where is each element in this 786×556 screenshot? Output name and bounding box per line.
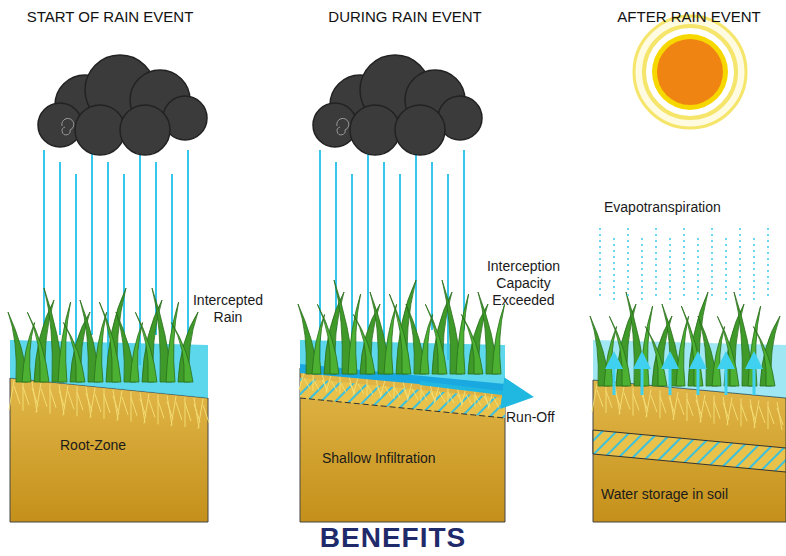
vapour-line bbox=[725, 238, 727, 300]
rain-line bbox=[383, 162, 385, 360]
grass-blade bbox=[425, 304, 447, 374]
grass-blade bbox=[317, 304, 339, 374]
grass-blade bbox=[681, 306, 703, 386]
rain-line bbox=[123, 174, 125, 335]
grass-blade bbox=[166, 302, 179, 382]
panel-heading: START OF RAIN EVENT bbox=[10, 8, 210, 26]
vapour-line bbox=[697, 238, 699, 300]
rain-cloud bbox=[313, 55, 482, 155]
grass-blade bbox=[645, 327, 667, 387]
grass-blade bbox=[348, 294, 361, 374]
rain-line bbox=[187, 150, 189, 335]
rain-line bbox=[447, 174, 449, 360]
grass-blade bbox=[389, 294, 411, 374]
runoff-arrow bbox=[420, 383, 526, 396]
water-storage-band bbox=[593, 430, 786, 472]
grass-blade bbox=[717, 316, 739, 386]
rain-line bbox=[367, 150, 369, 330]
rising-water-arrow bbox=[753, 360, 756, 395]
rain-line bbox=[91, 150, 93, 335]
grass-blade bbox=[27, 312, 49, 382]
vapour-line bbox=[655, 228, 657, 300]
callout-label: Evapotranspiration bbox=[604, 199, 774, 216]
rain-line bbox=[75, 174, 77, 365]
rising-water-arrow bbox=[641, 360, 644, 395]
vapour-line bbox=[627, 228, 629, 300]
rising-water-arrow bbox=[669, 360, 672, 395]
callout-label: Run-Off bbox=[506, 409, 586, 426]
rain-line bbox=[335, 162, 337, 330]
vapour-line bbox=[753, 238, 755, 300]
soil-region: Root-Zone bbox=[10, 425, 208, 522]
grass-blade bbox=[384, 304, 397, 374]
grass-blade bbox=[420, 315, 433, 375]
grass-blade bbox=[94, 312, 107, 382]
rising-water-arrow bbox=[613, 360, 616, 395]
vapour-line bbox=[613, 238, 615, 300]
rain-line bbox=[399, 174, 401, 330]
rising-water-arrow bbox=[725, 360, 728, 395]
vapour-line bbox=[599, 228, 601, 300]
soil-block bbox=[10, 378, 208, 522]
soil-label: Root-Zone bbox=[60, 437, 126, 453]
soil-label: Water storage in soil bbox=[601, 486, 728, 502]
vapour-line bbox=[767, 228, 769, 300]
grass-blade bbox=[461, 315, 483, 375]
rain-line bbox=[463, 150, 465, 330]
vapour-line bbox=[641, 238, 643, 300]
callout-label: Intercepted Rain bbox=[178, 292, 278, 326]
rain-line bbox=[107, 162, 109, 365]
grass-blade bbox=[753, 327, 775, 387]
grass-blade bbox=[99, 302, 121, 382]
grass-blade bbox=[63, 323, 85, 383]
grass-blade bbox=[712, 327, 725, 387]
sun bbox=[634, 16, 746, 128]
grass-blade bbox=[492, 304, 505, 374]
grass-blade bbox=[353, 315, 375, 375]
vapour-line bbox=[669, 238, 671, 300]
soil-label: Shallow Infiltration bbox=[322, 450, 436, 466]
grass-blade bbox=[135, 312, 157, 382]
soil-block bbox=[593, 380, 786, 522]
grass-blade bbox=[22, 323, 35, 383]
soil-region: Water storage in soil bbox=[593, 474, 786, 522]
grass-blade bbox=[58, 302, 71, 382]
rain-line bbox=[59, 162, 61, 335]
rain-cloud bbox=[38, 55, 207, 155]
callout-label: Interception Capacity Exceeded bbox=[466, 258, 581, 309]
grass bbox=[8, 280, 780, 386]
vapour-line bbox=[683, 228, 685, 300]
panel-heading: DURING RAIN EVENT bbox=[300, 8, 510, 26]
caption: BENEFITS bbox=[200, 523, 586, 553]
rain-line bbox=[431, 162, 433, 330]
grass-blade bbox=[171, 323, 193, 383]
grass-blade bbox=[312, 315, 325, 375]
panel-heading: AFTER RAIN EVENT bbox=[592, 8, 786, 26]
vapour-line bbox=[711, 228, 713, 300]
evaporation bbox=[600, 228, 768, 395]
vapour-line bbox=[739, 228, 741, 300]
grass-blade bbox=[456, 294, 469, 374]
grass-blade bbox=[676, 316, 689, 386]
rising-water-arrow bbox=[697, 360, 700, 395]
soil-region: Shallow Infiltration bbox=[300, 420, 505, 522]
grass-blade bbox=[130, 323, 143, 383]
